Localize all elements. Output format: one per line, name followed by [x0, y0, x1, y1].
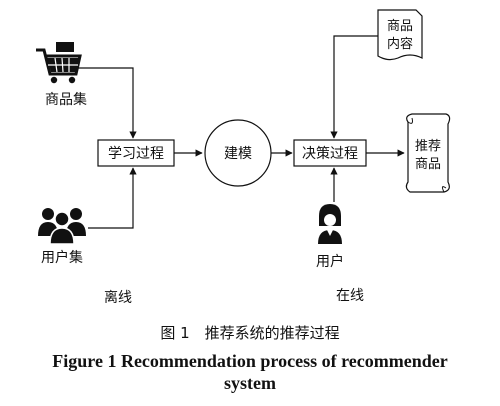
recommended-products-scroll	[405, 113, 451, 193]
product-set-label: 商品集	[45, 91, 87, 108]
learning-process-label: 学习过程	[108, 146, 164, 162]
online-label: 在线	[336, 288, 364, 304]
arrow-content-to-decision	[330, 35, 378, 139]
decision-process-label: 决策过程	[302, 145, 358, 162]
figure-caption-english-line1: Figure 1 Recommendation process of recom…	[52, 351, 448, 371]
recommended-products-label-2: 商品	[415, 157, 441, 172]
decision-process-box	[293, 139, 367, 167]
recommended-products-label-1: 推荐	[415, 139, 441, 154]
figure-caption-chinese: 图 1 推荐系统的推荐过程	[160, 324, 340, 342]
product-content-label-2: 内容	[387, 36, 413, 52]
figure-caption-english: Figure 1 Recommendation process of recom…	[0, 350, 500, 394]
shopping-cart-icon	[36, 42, 82, 84]
user-set-label: 用户集	[41, 249, 83, 266]
figure-caption-english-line2: system	[224, 373, 276, 393]
user-group-icon	[38, 208, 86, 245]
recommendation-diagram: 商品集 用户集 学习过程 建模 决策过程 商品 内容 推荐 商品	[36, 9, 451, 306]
modeling-label: 建模	[224, 146, 252, 162]
product-content-document	[377, 9, 423, 61]
product-content-label-1: 商品	[387, 19, 413, 34]
arrow-products-to-learning	[77, 67, 137, 139]
user-label: 用户	[316, 253, 344, 270]
offline-label: 离线	[104, 289, 132, 306]
user-icon	[318, 204, 342, 244]
arrow-users-to-learning	[88, 167, 137, 229]
